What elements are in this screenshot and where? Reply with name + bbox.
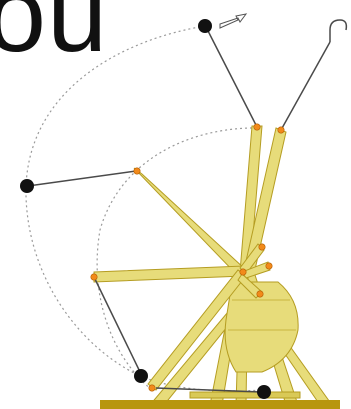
arrow-right-icon	[220, 14, 246, 28]
outer-swing-path	[26, 26, 205, 376]
ground-beam	[100, 400, 340, 409]
hook-icon	[330, 20, 346, 42]
